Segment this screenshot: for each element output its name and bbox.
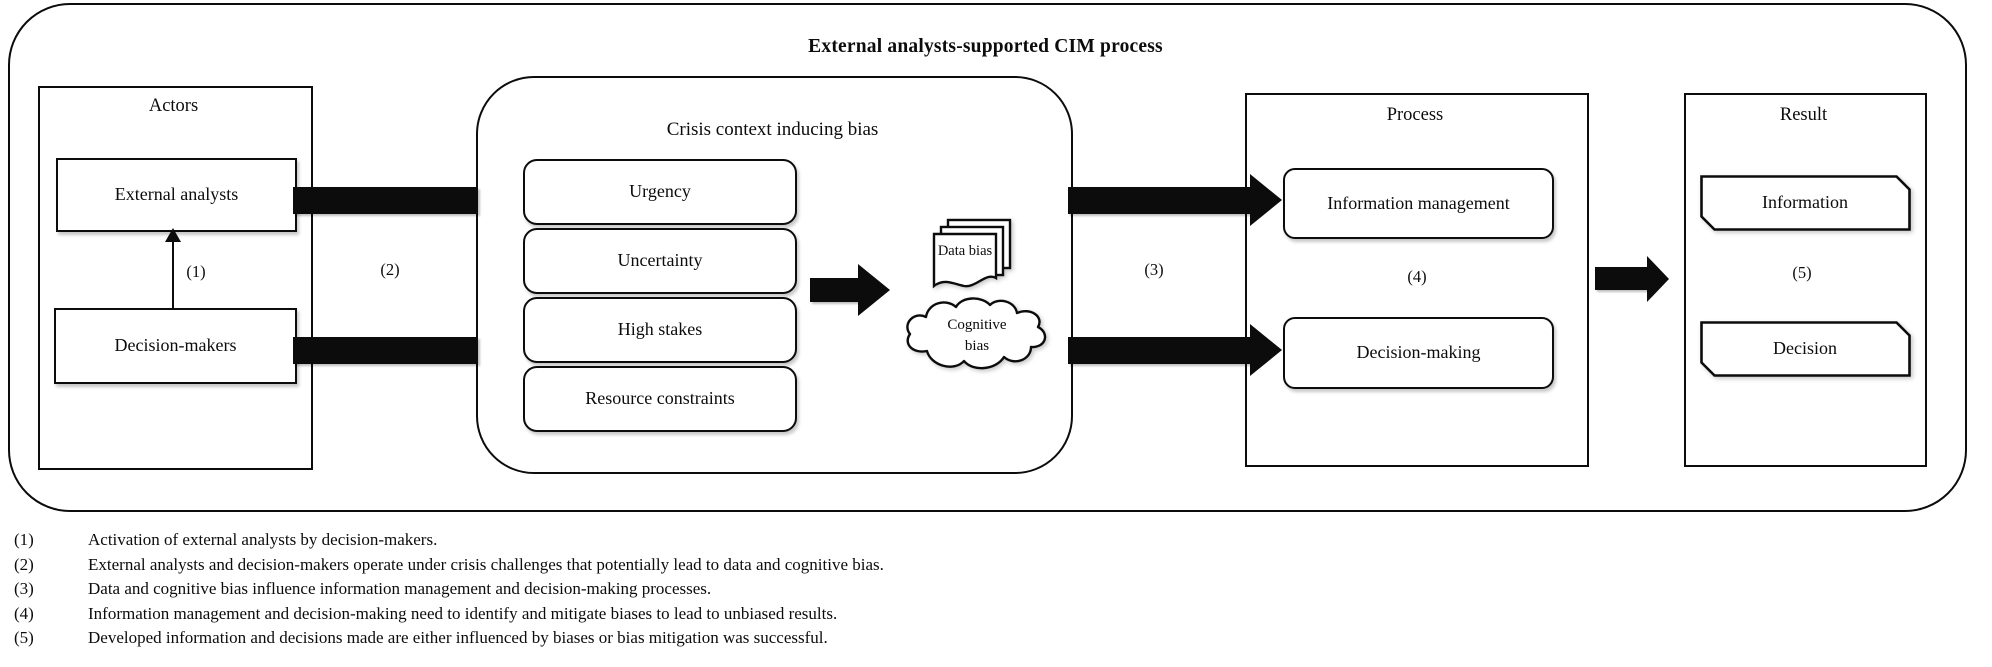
cognitive-bias-cloud-icon xyxy=(906,297,1047,370)
result-section xyxy=(1684,93,1927,467)
process-to-result-arrowhead-icon xyxy=(1647,256,1672,302)
crisis-context-label: Crisis context inducing bias xyxy=(666,119,879,140)
figure-title: External analysts-supported CIM process xyxy=(808,36,1163,57)
decision-makers-box: Decision-makers xyxy=(54,308,297,384)
process-to-result-arrow-body xyxy=(1595,267,1647,290)
flow-bar-makers-to-crisis xyxy=(293,337,478,364)
cognitive-bias-label: Cognitive bias xyxy=(947,317,1007,354)
note-number: (1) xyxy=(14,530,34,549)
legend-notes: (1) Activation of external analysts by d… xyxy=(14,528,1974,651)
decision-card-shape xyxy=(1700,321,1911,377)
data-bias-label: Data bias xyxy=(937,243,993,259)
note-row-1: (1) Activation of external analysts by d… xyxy=(14,528,1974,553)
note-row-5: (5) Developed information and decisions … xyxy=(14,626,1974,651)
factor-resource-constraints-box: Resource constraints xyxy=(523,366,797,432)
note-number: (5) xyxy=(14,628,34,648)
factors-to-bias-arrow-body xyxy=(810,278,858,302)
data-bias-pages-icon xyxy=(932,218,1012,289)
activation-arrow-line xyxy=(172,241,174,308)
crisis-context-section xyxy=(476,76,1073,474)
bias-to-decisionmaking-arrowhead-icon xyxy=(1250,324,1285,376)
note-row-2: (2) External analysts and decision-maker… xyxy=(14,553,1974,578)
result-section-label: Result xyxy=(1779,105,1828,125)
note-number: (4) xyxy=(14,603,34,623)
connector-label-1: (1) xyxy=(186,262,206,281)
flow-bar-bias-to-infomgmt xyxy=(1068,187,1250,214)
note-text: Developed information and decisions made… xyxy=(88,628,828,648)
note-row-4: (4) Information management and decision-… xyxy=(14,602,1974,627)
note-text: External analysts and decision-makers op… xyxy=(88,554,884,574)
external-analysts-box: External analysts xyxy=(56,158,297,232)
connector-label-5: (5) xyxy=(1792,263,1812,282)
bias-to-infomgmt-arrowhead-icon xyxy=(1250,174,1285,226)
actors-section xyxy=(38,86,313,470)
note-row-3: (3) Data and cognitive bias influence in… xyxy=(14,577,1974,602)
information-management-box: Information management xyxy=(1283,168,1554,239)
note-text: Information management and decision-maki… xyxy=(88,603,838,623)
flow-bar-bias-to-decisionmaking xyxy=(1068,337,1250,364)
flow-bar-analysts-to-crisis xyxy=(293,187,478,214)
note-number: (3) xyxy=(14,579,34,599)
information-card-label: Information xyxy=(1762,192,1848,212)
connector-label-4: (4) xyxy=(1407,267,1427,286)
note-number: (2) xyxy=(14,554,34,574)
connector-label-3: (3) xyxy=(1144,260,1164,279)
note-text: Activation of external analysts by decis… xyxy=(88,530,438,549)
decision-making-box: Decision-making xyxy=(1283,317,1554,389)
note-text: Data and cognitive bias influence inform… xyxy=(88,579,712,599)
decision-card-label: Decision xyxy=(1773,338,1837,358)
information-card-shape xyxy=(1700,175,1911,231)
factors-to-bias-arrowhead-icon xyxy=(858,264,893,316)
factor-uncertainty-box: Uncertainty xyxy=(523,228,797,294)
actors-section-label: Actors xyxy=(148,96,199,116)
factor-high-stakes-box: High stakes xyxy=(523,297,797,363)
process-section-label: Process xyxy=(1386,105,1444,125)
activation-arrowhead-icon xyxy=(165,228,181,242)
process-section xyxy=(1245,93,1589,467)
factor-urgency-box: Urgency xyxy=(523,159,797,225)
connector-label-2: (2) xyxy=(380,260,400,279)
outer-frame xyxy=(8,3,1967,512)
